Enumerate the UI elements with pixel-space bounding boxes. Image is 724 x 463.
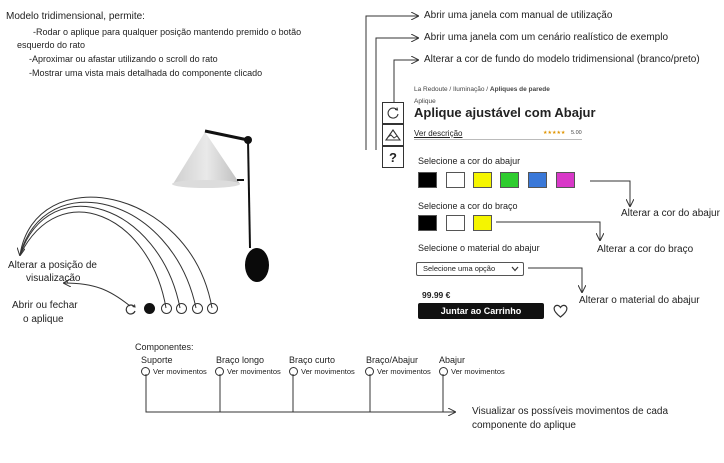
view-position-2-button[interactable] bbox=[161, 303, 172, 314]
arm-color-black[interactable] bbox=[418, 215, 437, 231]
components-annotation-line1: Visualizar os possíveis movimentos de ca… bbox=[472, 406, 669, 417]
help-icon: ? bbox=[389, 149, 397, 165]
component-short-arm-label: Braço curto bbox=[289, 355, 336, 365]
intro-line-zoom: -Aproximar ou afastar utilizando o scrol… bbox=[29, 54, 218, 64]
intro-line-detail: -Mostrar uma vista mais detalhada do com… bbox=[29, 68, 263, 78]
shade-color-black[interactable] bbox=[418, 172, 437, 188]
component-arm-shade-label: Braço/Abajur bbox=[366, 355, 419, 365]
heart-icon bbox=[553, 304, 568, 318]
breadcrumb: La Redoute / Iluminação / Apliques de pa… bbox=[414, 86, 550, 93]
breadcrumb-current: Apliques de parede bbox=[489, 86, 550, 93]
intro-line-rotate-cont: esquerdo do rato bbox=[17, 40, 86, 50]
open-close-icon bbox=[125, 304, 136, 315]
radio-icon bbox=[141, 367, 150, 376]
chevron-down-icon bbox=[511, 266, 519, 272]
view-position-1-button[interactable] bbox=[144, 303, 155, 314]
breadcrumb-lighting[interactable]: Iluminação bbox=[453, 86, 485, 93]
component-short-arm-view-movements[interactable]: Ver movimentos bbox=[289, 367, 355, 376]
description-link[interactable]: Ver descrição bbox=[414, 129, 463, 138]
product-title: Aplique ajustável com Abajur bbox=[414, 105, 596, 120]
view-position-5-button[interactable] bbox=[207, 303, 218, 314]
shade-color-annotation: Alterar a cor do abajur bbox=[621, 208, 720, 219]
scenario-icon bbox=[385, 129, 401, 141]
scenario-button[interactable] bbox=[382, 124, 404, 146]
manual-button[interactable]: ? bbox=[382, 146, 404, 168]
material-label: Selecione o material do abajur bbox=[418, 243, 540, 253]
wishlist-button[interactable] bbox=[553, 304, 568, 323]
shade-color-blue[interactable] bbox=[528, 172, 547, 188]
rating-value: 5.00 bbox=[571, 130, 582, 136]
components-annotation-line2: componente do aplique bbox=[472, 420, 576, 431]
divider bbox=[414, 139, 582, 140]
component-long-arm-label: Braço longo bbox=[216, 355, 265, 365]
product-price: 99.99 € bbox=[422, 290, 451, 300]
radio-icon bbox=[439, 367, 448, 376]
shade-color-white[interactable] bbox=[446, 172, 465, 188]
intro-title: Modelo tridimensional, permite: bbox=[6, 11, 145, 22]
component-support-view-movements[interactable]: Ver movimentos bbox=[141, 367, 207, 376]
component-long-arm-view-movements[interactable]: Ver movimentos bbox=[215, 367, 281, 376]
open-close-annotation-line2: o aplique bbox=[23, 314, 64, 325]
view-position-4-button[interactable] bbox=[192, 303, 203, 314]
arm-color-label: Selecione a cor do braço bbox=[418, 201, 518, 211]
shade-color-magenta[interactable] bbox=[556, 172, 575, 188]
open-close-annotation-line1: Abrir ou fechar bbox=[12, 300, 78, 311]
shade-color-label: Selecione a cor do abajur bbox=[418, 156, 521, 166]
material-annotation: Alterar o material do abajur bbox=[579, 295, 700, 306]
background-annotation: Alterar a cor de fundo do modelo tridime… bbox=[424, 54, 700, 65]
radio-icon bbox=[289, 367, 298, 376]
breadcrumb-home[interactable]: La Redoute bbox=[414, 86, 448, 93]
components-title: Componentes: bbox=[135, 342, 194, 352]
manual-annotation: Abrir uma janela com manual de utilizaçã… bbox=[424, 10, 613, 21]
add-to-cart-button[interactable]: Juntar ao Carrinho bbox=[418, 303, 544, 319]
scenario-annotation: Abrir uma janela com um cenário realísti… bbox=[424, 32, 668, 43]
background-toggle-button[interactable] bbox=[382, 102, 404, 124]
radio-icon bbox=[215, 367, 224, 376]
material-select-value: Selecione uma opção bbox=[423, 264, 496, 273]
lamp-wall-base[interactable] bbox=[245, 248, 269, 282]
rating-stars: ★★★★★ bbox=[543, 130, 566, 136]
arm-color-annotation: Alterar a cor do braço bbox=[597, 244, 694, 255]
radio-icon bbox=[365, 367, 374, 376]
lamp-shade[interactable] bbox=[173, 132, 240, 184]
component-support-label: Suporte bbox=[141, 355, 173, 365]
product-category: Aplique bbox=[414, 98, 436, 105]
component-shade-view-movements[interactable]: Ver movimentos bbox=[439, 367, 505, 376]
arm-color-yellow[interactable] bbox=[473, 215, 492, 231]
component-shade-label: Abajur bbox=[439, 355, 466, 365]
rotate-icon bbox=[387, 107, 399, 119]
shade-color-yellow[interactable] bbox=[473, 172, 492, 188]
material-select[interactable]: Selecione uma opção bbox=[416, 262, 524, 276]
intro-line-rotate: -Rodar o aplique para qualquer posição m… bbox=[33, 27, 302, 37]
view-position-3-button[interactable] bbox=[176, 303, 187, 314]
open-close-lamp-button[interactable] bbox=[125, 303, 137, 315]
arm-color-white[interactable] bbox=[446, 215, 465, 231]
view-position-annotation-line2: visualização bbox=[26, 273, 81, 284]
lamp-3d-model[interactable] bbox=[160, 120, 280, 290]
view-position-annotation-line1: Alterar a posição de bbox=[8, 260, 97, 271]
component-arm-shade-view-movements[interactable]: Ver movimentos bbox=[365, 367, 431, 376]
shade-color-green[interactable] bbox=[500, 172, 519, 188]
